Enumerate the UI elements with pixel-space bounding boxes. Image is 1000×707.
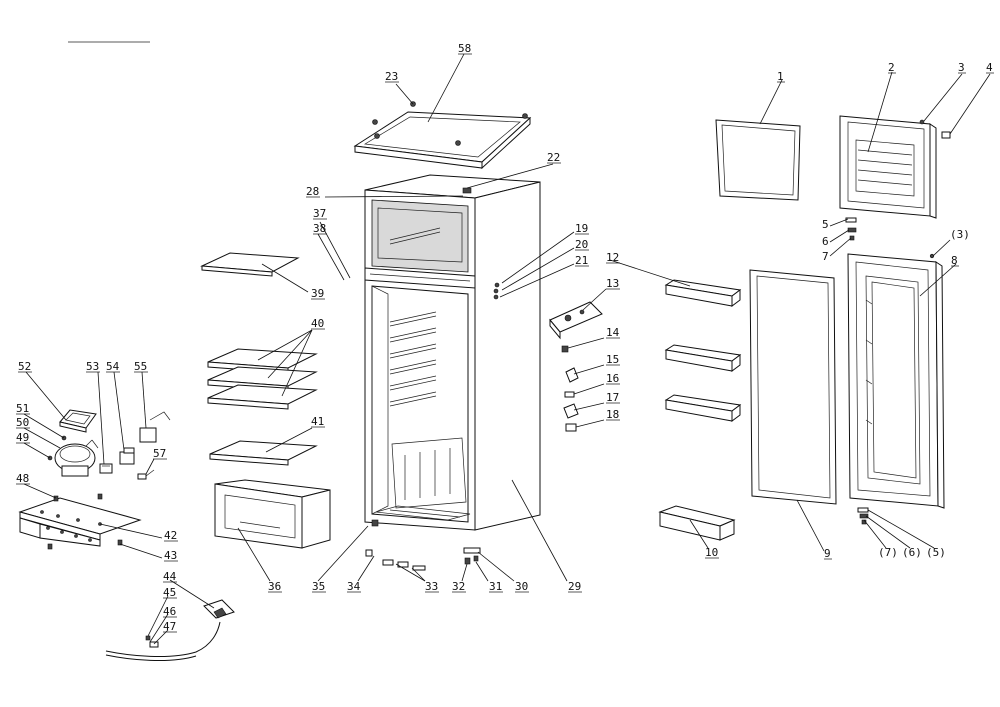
thermostat-parts (549, 301, 603, 432)
label-40: 40 (311, 317, 324, 330)
label-9: 9 (824, 547, 831, 560)
label-35: 35 (312, 580, 325, 593)
label-43: 43 (164, 549, 177, 562)
label-47: 47 (163, 620, 176, 633)
label-57: 57 (153, 447, 166, 460)
fridge-door (847, 253, 945, 525)
bottle-shelf (658, 505, 736, 541)
label-paren-6: (6) (902, 546, 922, 559)
label-23: 23 (385, 70, 398, 83)
label-38: 38 (313, 222, 326, 235)
fridge-door-gasket (749, 269, 837, 505)
label-46: 46 (163, 605, 176, 618)
label-20: 20 (575, 238, 588, 251)
label-58: 58 (458, 42, 471, 55)
label-8: 8 (951, 254, 958, 267)
label-16: 16 (606, 372, 619, 385)
label-32: 32 (452, 580, 465, 593)
glass-shelves (207, 348, 318, 410)
label-17: 17 (606, 391, 619, 404)
label-21: 21 (575, 254, 588, 267)
label-2: 2 (888, 61, 895, 74)
label-29: 29 (568, 580, 581, 593)
label-51: 51 (16, 402, 29, 415)
label-44: 44 (163, 570, 177, 583)
freezer-shelf (200, 252, 300, 277)
label-13: 13 (606, 277, 619, 290)
label-31: 31 (489, 580, 502, 593)
label-18: 18 (606, 408, 619, 421)
label-19: 19 (575, 222, 588, 235)
label-33: 33 (425, 580, 438, 593)
power-cord (105, 599, 235, 662)
label-36: 36 (268, 580, 281, 593)
shelf-ribs (389, 311, 437, 407)
label-34: 34 (347, 580, 361, 593)
refrigerator-cabinet (364, 174, 541, 571)
freezer-door-gasket (715, 119, 801, 201)
label-50: 50 (16, 416, 29, 429)
door-shelves (664, 279, 742, 422)
label-53: 53 (86, 360, 99, 373)
label-41: 41 (311, 415, 324, 428)
label-7: 7 (822, 250, 829, 263)
label-3: 3 (958, 61, 965, 74)
label-54: 54 (106, 360, 120, 373)
label-paren-7: (7) (878, 546, 898, 559)
label-52: 52 (18, 360, 31, 373)
part-number-labels: 58 23 22 28 37 38 39 40 41 36 35 34 33 3… (16, 42, 994, 633)
top-cover (353, 101, 532, 170)
freezer-door (839, 115, 951, 219)
label-1: 1 (777, 70, 784, 83)
crisper-drawer (214, 479, 331, 549)
label-49: 49 (16, 431, 29, 444)
label-5: 5 (822, 218, 829, 231)
label-37: 37 (313, 207, 326, 220)
label-6: 6 (822, 235, 829, 248)
compressor-assembly (18, 409, 171, 550)
label-42: 42 (164, 529, 177, 542)
label-48: 48 (16, 472, 29, 485)
label-paren-5: (5) (926, 546, 946, 559)
leader-lines (23, 53, 991, 645)
label-30: 30 (515, 580, 528, 593)
crisper-cover-shelf (209, 440, 318, 466)
label-28: 28 (306, 185, 319, 198)
label-paren-3: (3) (950, 228, 970, 241)
freezer-door-hinge-parts (845, 217, 935, 259)
label-39: 39 (311, 287, 324, 300)
label-45: 45 (163, 586, 176, 599)
label-55: 55 (134, 360, 147, 373)
label-22: 22 (547, 151, 560, 164)
label-10: 10 (705, 546, 718, 559)
label-4: 4 (986, 61, 993, 74)
label-12: 12 (606, 251, 619, 264)
label-15: 15 (606, 353, 619, 366)
label-14: 14 (606, 326, 620, 339)
